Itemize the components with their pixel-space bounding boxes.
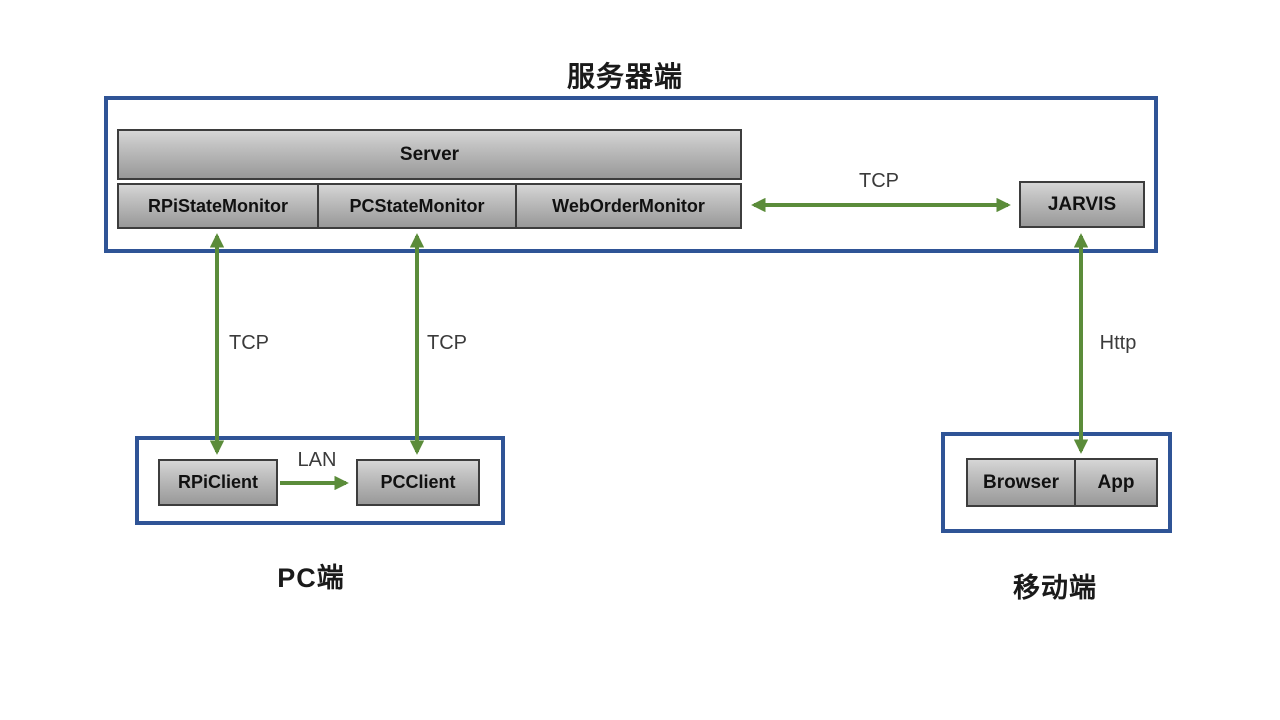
tcp-label-rpi: TCP bbox=[229, 332, 269, 354]
rpi-state-monitor-label: RPiStateMonitor bbox=[147, 195, 288, 216]
pc-group-title: PC端 bbox=[277, 563, 345, 593]
app-box: App bbox=[1074, 460, 1156, 505]
server-group-title: 服务器端 bbox=[566, 61, 683, 92]
jarvis-box: JARVIS bbox=[1019, 181, 1145, 228]
web-order-monitor-label: WebOrderMonitor bbox=[552, 195, 705, 216]
pc-client-box: PCClient bbox=[356, 459, 480, 506]
pc-group-frame bbox=[135, 436, 505, 525]
lan-label: LAN bbox=[297, 449, 337, 471]
browser-box: Browser bbox=[968, 460, 1074, 505]
app-label: App bbox=[1097, 471, 1135, 493]
tcp-label-pc: TCP bbox=[427, 332, 467, 354]
browser-label: Browser bbox=[982, 471, 1060, 493]
jarvis-label: JARVIS bbox=[1047, 193, 1117, 215]
pc-client-label: PCClient bbox=[380, 472, 456, 492]
rpi-client-box: RPiClient bbox=[158, 459, 278, 506]
mobile-row: Browser App bbox=[966, 458, 1158, 507]
server-group-frame bbox=[104, 96, 1158, 253]
mobile-group-title: 移动端 bbox=[1013, 573, 1097, 603]
tcp-label-server-jarvis: TCP bbox=[859, 170, 899, 192]
pc-state-monitor-label: PCStateMonitor bbox=[349, 195, 485, 216]
monitor-row: RPiStateMonitor PCStateMonitor WebOrderM… bbox=[117, 183, 742, 229]
server-box-label: Server bbox=[399, 143, 460, 165]
mobile-group-frame bbox=[941, 432, 1172, 533]
web-order-monitor-box: WebOrderMonitor bbox=[515, 185, 740, 227]
pc-state-monitor-box: PCStateMonitor bbox=[317, 185, 515, 227]
rpi-client-label: RPiClient bbox=[177, 472, 258, 492]
rpi-state-monitor-box: RPiStateMonitor bbox=[119, 185, 317, 227]
http-label: Http bbox=[1099, 332, 1137, 354]
server-box: Server bbox=[117, 129, 742, 180]
